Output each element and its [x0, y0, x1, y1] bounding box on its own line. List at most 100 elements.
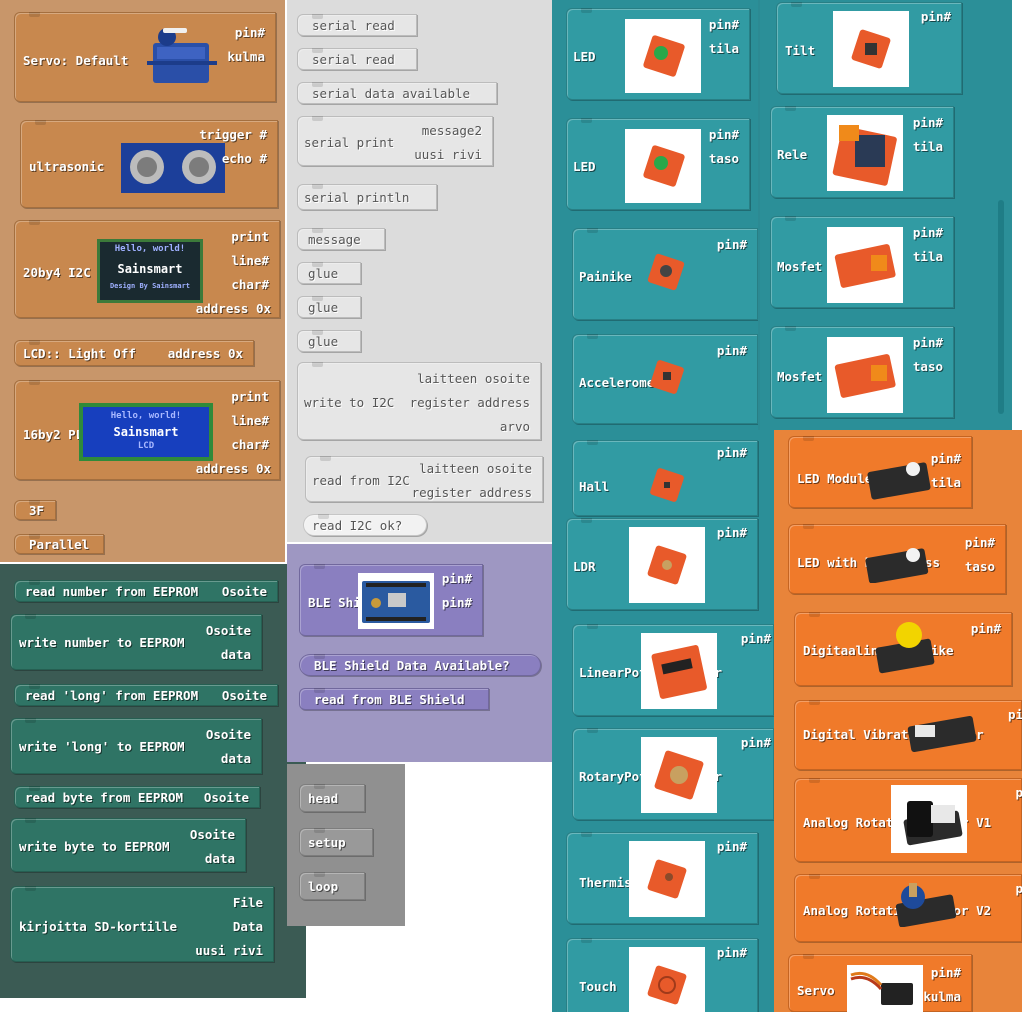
block-label: glue [308, 334, 339, 349]
block-loop[interactable]: loop [299, 872, 365, 900]
block-digital-vibration-sensor[interactable]: Digital Vibration Sensor pi [794, 700, 1022, 770]
block-rele[interactable]: Rele pin# tila [770, 106, 954, 198]
block-label: write to I2C [304, 395, 395, 410]
block-write-number-eeprom[interactable]: write number to EEPROM Osoite data [10, 614, 262, 670]
input-pin: pin# [740, 631, 771, 646]
block-serial-read[interactable]: serial read [297, 14, 417, 36]
input-char: char# [231, 437, 269, 452]
block-head[interactable]: head [299, 784, 365, 812]
block-label: Touch [579, 979, 617, 994]
palette-tinkerkit-left[interactable]: LED pin# tila LED pin# taso Painike pin#… [552, 0, 774, 1012]
block-label: Servo: Default [23, 53, 129, 68]
block-lcd-20by4[interactable]: 20by4 I2C Hello, world! Sainsmart Design… [14, 220, 280, 318]
palette-arduino[interactable]: Servo: Default pin# kulma ultrasonic tri… [0, 0, 285, 562]
input-device-address: laitteen osoite [417, 371, 530, 386]
block-setup[interactable]: setup [299, 828, 373, 856]
block-label: 20by4 I2C [23, 265, 91, 280]
input-echo: echo # [221, 151, 267, 166]
block-led-taso[interactable]: LED pin# taso [566, 118, 750, 210]
block-write-i2c[interactable]: write to I2C laitteen osoite register ad… [297, 362, 541, 440]
block-label: serial print [304, 135, 395, 150]
input-address: Osoite [221, 688, 267, 703]
rotary-potentiometer-image [641, 737, 717, 813]
scrollbar[interactable] [998, 200, 1004, 414]
block-touch[interactable]: Touch pin# [566, 938, 758, 1012]
block-write-long-eeprom[interactable]: write 'long' to EEPROM Osoite data [10, 718, 262, 774]
block-serial-println[interactable]: serial println [297, 184, 437, 210]
block-rotary-potentiometer[interactable]: RotaryPotentiometer pin# [572, 728, 774, 820]
block-analog-rotation-v1[interactable]: Analog Rotation Sensor V1 p [794, 778, 1022, 862]
palette-grove[interactable]: LED Module pin# tila LED with brightness… [774, 430, 1022, 1012]
block-read-long-eeprom[interactable]: read 'long' from EEPROM Osoite [14, 684, 278, 706]
block-read-i2c-ok[interactable]: read I2C ok? [303, 514, 427, 536]
block-mosfet-taso[interactable]: Mosfet pin# taso [770, 326, 954, 418]
palette-serial[interactable]: serial read serial read serial data avai… [287, 0, 552, 542]
palette-structure[interactable]: head setup loop [287, 764, 405, 926]
block-3f[interactable]: 3F [14, 500, 56, 520]
palette-tinkerkit-right[interactable]: Tilt pin# Rele pin# tila Mosfet pin# til… [758, 0, 1012, 430]
block-led-module[interactable]: LED Module pin# tila [788, 436, 972, 508]
input-pin: pin# [920, 9, 951, 24]
servo-grove-image [847, 965, 923, 1012]
lcd-line2: LCD [137, 441, 155, 451]
block-glue-2[interactable]: glue [297, 296, 361, 318]
lcd-screen-text: Sainsmart [117, 262, 183, 276]
block-label: read number from EEPROM [25, 584, 199, 599]
input-pin-1: pin# [441, 571, 472, 586]
block-read-i2c[interactable]: read from I2C laitteen osoite register a… [305, 456, 543, 502]
block-parallel[interactable]: Parallel [14, 534, 104, 554]
input-pin: pin# [912, 335, 943, 350]
block-accelerometer[interactable]: Accelerometer pin# [572, 334, 758, 424]
block-mosfet-tila[interactable]: Mosfet pin# tila [770, 216, 954, 308]
block-servo-grove[interactable]: Servo pin# kulma [788, 954, 972, 1012]
block-write-sd-card[interactable]: kirjoitta SD-kortille File Data uusi riv… [10, 886, 274, 962]
input-address: Osoite [205, 727, 251, 742]
block-linear-potentiometer[interactable]: LinearPotentiometer pin# [572, 624, 774, 716]
block-read-number-eeprom[interactable]: read number from EEPROM Osoite [14, 580, 278, 602]
block-serial-read-2[interactable]: serial read [297, 48, 417, 70]
block-digital-button[interactable]: Digitaalinen painike pin# [794, 612, 1012, 686]
block-label: Mosfet [777, 259, 823, 274]
block-glue-3[interactable]: glue [297, 330, 361, 352]
block-serial-data-available[interactable]: serial data available [297, 82, 497, 104]
touch-image [629, 947, 705, 1012]
input-address: address 0x [195, 301, 271, 316]
block-message[interactable]: message [297, 228, 385, 250]
block-analog-rotation-v2[interactable]: Analog Rotation Sensor V2 p [794, 874, 1022, 942]
block-led-tila[interactable]: LED pin# tila [566, 8, 750, 100]
input-data: data [220, 647, 251, 662]
block-painike[interactable]: Painike pin# [572, 228, 758, 320]
block-read-byte-eeprom[interactable]: read byte from EEPROM Osoite [14, 786, 260, 808]
block-tilt[interactable]: Tilt pin# [776, 2, 962, 94]
block-thermistor[interactable]: Thermistor pin# [566, 832, 758, 924]
ultrasonic-image [121, 143, 225, 193]
block-glue-1[interactable]: glue [297, 262, 361, 284]
block-ble-data-available[interactable]: BLE Shield Data Available? [299, 654, 541, 676]
mosfet-image [827, 227, 903, 303]
input-kulma: kulma [227, 49, 265, 64]
block-label: read from BLE Shield [314, 692, 465, 707]
block-label: serial data available [312, 86, 471, 101]
block-servo[interactable]: Servo: Default pin# kulma [14, 12, 276, 102]
input-pin: pin# [716, 445, 747, 460]
input-address: Osoite [203, 790, 249, 805]
digital-button-image [873, 619, 937, 675]
input-message: message2 [421, 123, 482, 138]
block-ble-shield[interactable]: BLE Shield pin# pin# [299, 564, 483, 636]
palette-eeprom[interactable]: read number from EEPROM Osoite write num… [0, 564, 306, 998]
block-hall[interactable]: Hall pin# [572, 440, 758, 516]
palette-ble[interactable]: BLE Shield pin# pin# BLE Shield Data Ava… [287, 544, 552, 762]
block-label: Rele [777, 147, 808, 162]
block-label: Mosfet [777, 369, 823, 384]
block-lcd-16by2[interactable]: 16by2 PLL Hello, world! Sainsmart LCD pr… [14, 380, 280, 480]
block-write-byte-eeprom[interactable]: write byte to EEPROM Osoite data [10, 818, 246, 872]
block-ldr[interactable]: LDR pin# [566, 518, 758, 610]
block-label: LED [573, 49, 596, 64]
block-ultrasonic[interactable]: ultrasonic trigger # echo # [20, 120, 278, 208]
block-read-ble[interactable]: read from BLE Shield [299, 688, 489, 710]
block-lcd-light-off[interactable]: LCD:: Light Off address 0x [14, 340, 254, 366]
block-label: ultrasonic [29, 159, 105, 174]
led-image [625, 129, 701, 203]
block-led-brightness[interactable]: LED with brightness pin# taso [788, 524, 1006, 594]
block-serial-print[interactable]: serial print message2 uusi rivi [297, 116, 493, 166]
